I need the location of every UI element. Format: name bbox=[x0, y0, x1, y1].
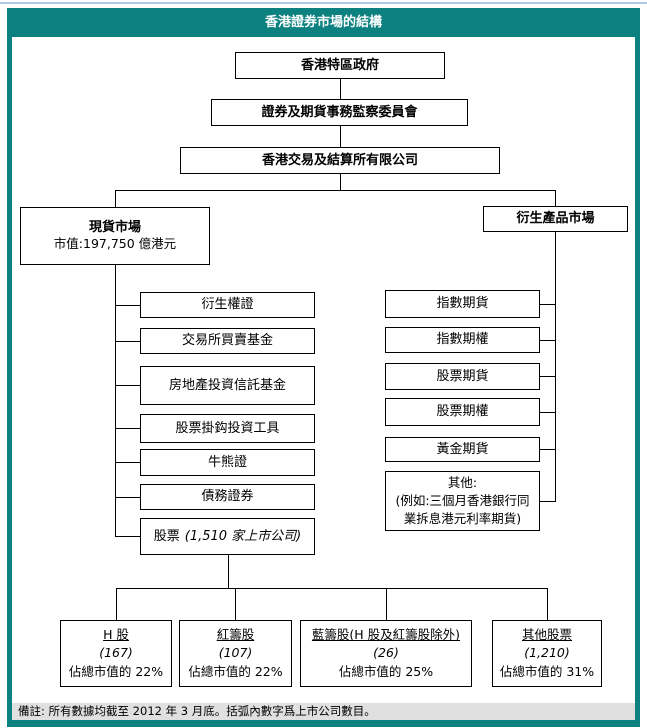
node-index-options: 指數期權 bbox=[385, 327, 540, 353]
connector-hkex-down bbox=[340, 174, 341, 190]
breakdown-share: 佔總市值的 22% bbox=[68, 663, 164, 679]
node-hkex-label: 香港交易及結算所有限公司 bbox=[261, 152, 418, 168]
stub-left-7 bbox=[115, 536, 140, 537]
node-government: 香港特區政府 bbox=[235, 52, 445, 79]
breakdown-count: (107) bbox=[218, 645, 253, 661]
stub-right-5 bbox=[540, 449, 556, 450]
breakdown-share: 佔總市值的 25% bbox=[338, 663, 434, 679]
connector-cash-spine bbox=[115, 265, 116, 537]
cash-market-value: 市值:197,750 億港元 bbox=[53, 236, 177, 252]
node-sfc: 證券及期貨事務監察委員會 bbox=[211, 99, 468, 126]
node-stock-options: 股票期權 bbox=[385, 398, 540, 426]
stub-breakdown-3 bbox=[386, 588, 387, 620]
node-label: 交易所買賣基金 bbox=[181, 333, 273, 349]
stub-right-1 bbox=[540, 304, 556, 305]
node-reits: 房地產投資信託基金 bbox=[140, 366, 315, 405]
stub-breakdown-4 bbox=[547, 588, 548, 620]
connector-derivatives-spine bbox=[555, 190, 556, 501]
node-stocks: 股票 (1,510 家上市公司) bbox=[140, 518, 315, 555]
node-index-futures: 指數期貨 bbox=[385, 290, 540, 318]
node-label: 衍生權證 bbox=[201, 297, 254, 313]
cash-market-title: 現貨市場 bbox=[88, 219, 141, 235]
node-blue-chips: 藍籌股(H 股及紅籌股除外) (26) 佔總市值的 25% bbox=[300, 620, 472, 687]
node-government-label: 香港特區政府 bbox=[300, 57, 379, 73]
breakdown-name: 紅籌股 bbox=[216, 627, 255, 643]
stub-left-1 bbox=[115, 305, 140, 306]
page-title: 香港證券市場的結構 bbox=[7, 8, 640, 37]
connector-split-horizontal bbox=[115, 190, 556, 191]
connector-stocks-down bbox=[228, 555, 229, 588]
node-equity-linked: 股票掛鈎投資工具 bbox=[140, 414, 315, 443]
node-label: 股票期權 bbox=[436, 404, 489, 420]
frame-border-bottom bbox=[7, 720, 640, 727]
stub-left-3 bbox=[115, 385, 140, 386]
stub-left-5 bbox=[115, 462, 140, 463]
stub-right-6 bbox=[540, 501, 556, 502]
frame-border-right bbox=[635, 37, 640, 727]
node-derivatives-market: 衍生產品市場 bbox=[483, 206, 628, 232]
stub-left-2 bbox=[115, 341, 140, 342]
stub-right-3 bbox=[540, 376, 556, 377]
breakdown-name: H 股 bbox=[103, 627, 129, 643]
node-label: 黃金期貨 bbox=[436, 441, 489, 457]
node-stock-futures: 股票期貨 bbox=[385, 363, 540, 390]
stub-breakdown-2 bbox=[235, 588, 236, 620]
node-h-shares: H 股 (167) 佔總市值的 22% bbox=[60, 620, 172, 687]
node-other-stocks: 其他股票 (1,210) 佔總市值的 31% bbox=[492, 620, 602, 687]
node-hkex: 香港交易及結算所有限公司 bbox=[180, 147, 500, 174]
breakdown-share: 佔總市值的 22% bbox=[188, 663, 283, 679]
node-label: 股票掛鈎投資工具 bbox=[175, 420, 280, 436]
node-debt-securities: 債務證券 bbox=[140, 484, 315, 510]
node-label: 牛熊證 bbox=[207, 454, 247, 470]
connector-breakdown-horizontal bbox=[116, 588, 548, 589]
others-title: 其他: bbox=[447, 474, 478, 490]
stub-right-4 bbox=[540, 412, 556, 413]
node-cbbc: 牛熊證 bbox=[140, 449, 315, 476]
node-red-chips: 紅籌股 (107) 佔總市值的 22% bbox=[179, 620, 292, 687]
node-sfc-label: 證券及期貨事務監察委員會 bbox=[261, 104, 418, 120]
derivatives-market-title: 衍生產品市場 bbox=[516, 211, 595, 227]
node-derivative-warrants: 衍生權證 bbox=[140, 292, 315, 318]
breakdown-name: 其他股票 bbox=[521, 627, 572, 643]
node-label: 指數期貨 bbox=[436, 296, 489, 312]
breakdown-share: 佔總市值的 31% bbox=[499, 663, 595, 679]
stub-left-6 bbox=[115, 497, 140, 498]
breakdown-count: (167) bbox=[99, 645, 133, 661]
stocks-count: (1,510 家上市公司) bbox=[184, 528, 302, 544]
footnote-text: 備註: 所有數據均截至 2012 年 3 月底。括弧內數字爲上市公司數目。 bbox=[18, 704, 376, 718]
others-note: (例如:三個月香港銀行同業拆息港元利率期貨) bbox=[395, 492, 530, 527]
node-gold-futures: 黃金期貨 bbox=[385, 437, 540, 462]
footnote-bar: 備註: 所有數據均截至 2012 年 3 月底。括弧內數字爲上市公司數目。 bbox=[12, 703, 635, 720]
node-label: 房地產投資信託基金 bbox=[168, 377, 286, 393]
node-label: 指數期權 bbox=[436, 332, 489, 348]
stub-left-4 bbox=[115, 428, 140, 429]
node-label: 股票期貨 bbox=[436, 368, 489, 384]
breakdown-count: (1,210) bbox=[524, 645, 570, 661]
node-label: 債務證券 bbox=[201, 489, 254, 505]
node-cash-market: 現貨市場 市值:197,750 億港元 bbox=[20, 207, 210, 265]
breakdown-name: 藍籌股(H 股及紅籌股除外) bbox=[311, 627, 461, 643]
node-etf: 交易所買賣基金 bbox=[140, 328, 315, 354]
stocks-label: 股票 bbox=[153, 528, 180, 544]
connector-sfc-hkex bbox=[340, 126, 341, 147]
top-accent-line bbox=[0, 2, 647, 4]
stub-right-2 bbox=[540, 340, 556, 341]
connector-drop-cash bbox=[115, 190, 116, 207]
frame-border-left bbox=[7, 37, 12, 727]
connector-gov-sfc bbox=[340, 79, 341, 99]
breakdown-count: (26) bbox=[373, 645, 399, 661]
node-others: 其他: (例如:三個月香港銀行同業拆息港元利率期貨) bbox=[385, 471, 540, 531]
stub-breakdown-1 bbox=[116, 588, 117, 620]
